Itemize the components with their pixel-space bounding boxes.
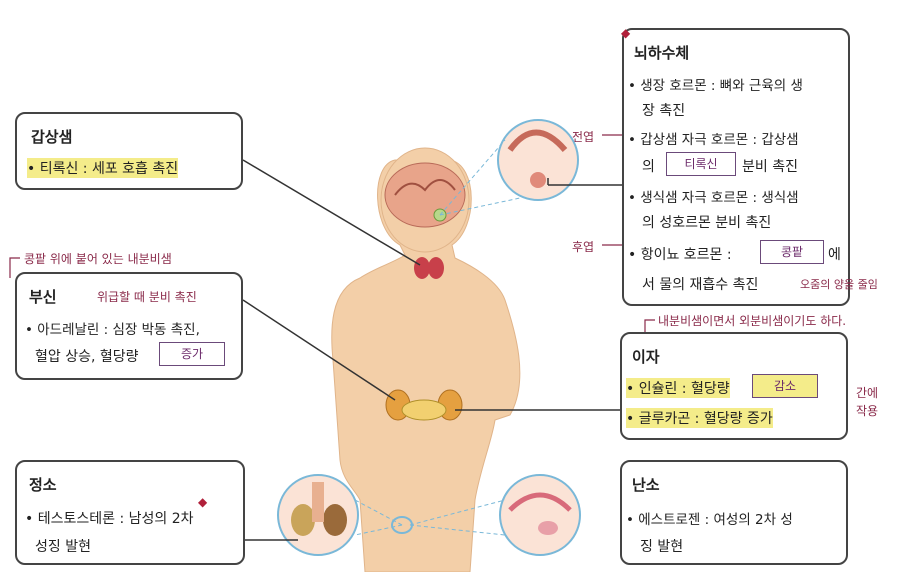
pituitary-line-4b: 분비 촉진 — [742, 156, 798, 176]
adrenal-line-2: 혈압 상승, 혈당량 — [35, 346, 139, 366]
pituitary-line-7a: • 항이뇨 호르몬 : — [628, 244, 732, 264]
pancreas-answer-box: 감소 — [752, 374, 818, 398]
pituitary-answer-box-1: 티록신 — [666, 152, 736, 176]
pancreas-line-2: • 글루카곤 : 혈당량 증가 — [626, 408, 773, 428]
thyroid-box: 갑상샘 • 티록신 : 세포 호흡 촉진 — [15, 112, 243, 190]
pituitary-line-1: • 생장 호르몬 : 뼈와 근육의 생 — [628, 74, 803, 94]
pituitary-note-urine: 오줌의 양을 줄임 — [800, 276, 878, 292]
ovary-line-2: 징 발현 — [640, 536, 683, 556]
adrenal-answer-box: 증가 — [159, 342, 225, 366]
pituitary-line-8: 서 물의 재흡수 촉진 — [642, 274, 758, 294]
testis-line-2: 성징 발현 — [35, 536, 91, 556]
ovary-line-1: • 에스트로젠 : 여성의 2차 성 — [626, 508, 793, 528]
pancreas-note-liver-1: 간에 — [856, 384, 878, 401]
pituitary-line-5: • 생식샘 자극 호르몬 : 생식샘 — [628, 186, 799, 206]
pituitary-note-posterior: 후엽 — [572, 238, 594, 255]
pituitary-box: ◆ 뇌하수체 • 생장 호르몬 : 뼈와 근육의 생 장 촉진 • 갑상샘 자극… — [622, 28, 850, 306]
pituitary-title: 뇌하수체 — [634, 42, 689, 63]
pituitary-answer-box-2: 콩팥 — [760, 240, 824, 264]
testis-line-1: • 테스토스테론 : 남성의 2차 — [25, 508, 193, 528]
pituitary-line-3: • 갑상샘 자극 호르몬 : 갑상샘 — [628, 128, 799, 148]
testis-title: 정소 — [29, 474, 57, 495]
testis-box: 정소 • 테스토스테론 : 남성의 2차 성징 발현 — [15, 460, 245, 565]
pancreas-box: 이자 • 인슐린 : 혈당량 감소 • 글루카곤 : 혈당량 증가 — [620, 332, 848, 440]
pituitary-line-6: 의 성호르몬 분비 촉진 — [642, 212, 771, 232]
thyroid-title: 갑상샘 — [31, 126, 72, 147]
pituitary-zoom-circle — [498, 120, 578, 200]
testis-zoom-circle — [278, 475, 358, 555]
pancreas-line-1: • 인슐린 : 혈당량 — [626, 378, 730, 398]
pituitary-line-4a: 의 — [642, 156, 655, 176]
pancreas-note-top: 내분비샘이면서 외분비샘이기도 하다. — [658, 312, 846, 329]
pituitary-line-2: 장 촉진 — [642, 100, 685, 120]
adrenal-title: 부신 — [29, 286, 57, 307]
adrenal-note-top: 콩팥 위에 붙어 있는 내분비샘 — [24, 250, 172, 267]
diamond-marker: ◆ — [198, 495, 207, 509]
pancreas-title: 이자 — [632, 346, 660, 367]
pancreas-note-liver-2: 작용 — [856, 402, 878, 419]
pituitary-note-anterior: 전엽 — [572, 128, 594, 145]
adrenal-line-1: • 아드레날린 : 심장 박동 촉진, — [25, 318, 200, 338]
adrenal-box: 부신 위급할 때 분비 촉진 • 아드레날린 : 심장 박동 촉진, 혈압 상승… — [15, 272, 243, 380]
brain-illustration — [385, 163, 465, 227]
ovary-zoom-circle — [500, 475, 580, 555]
diamond-marker-pituitary: ◆ — [621, 26, 630, 40]
adrenal-note-emergency: 위급할 때 분비 촉진 — [97, 288, 197, 305]
ovary-title: 난소 — [632, 474, 660, 495]
thyroid-line-1: • 티록신 : 세포 호흡 촉진 — [27, 158, 178, 178]
ovary-box: 난소 • 에스트로젠 : 여성의 2차 성 징 발현 — [620, 460, 848, 565]
pituitary-line-7b: 에 — [828, 244, 841, 264]
